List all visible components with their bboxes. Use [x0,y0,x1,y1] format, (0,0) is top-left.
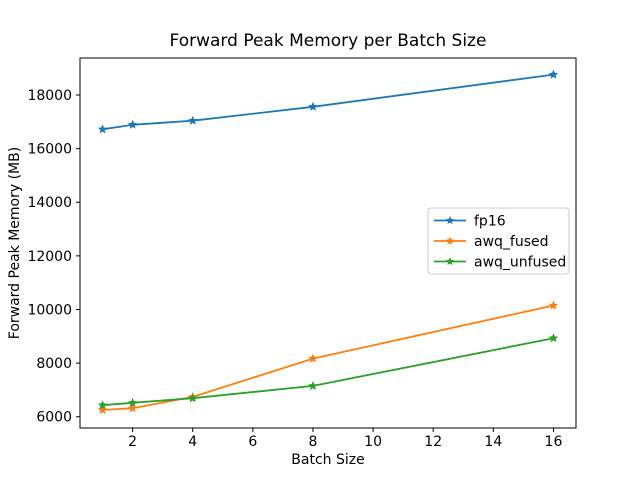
legend-label-awq_fused: awq_fused [474,234,549,250]
legend-label-fp16: fp16 [474,214,506,230]
marker-fp16 [127,119,138,129]
x-tick-label: 4 [188,434,197,450]
series-line-awq_unfused [102,337,554,407]
marker-awq_fused [127,403,138,413]
x-tick-label: 6 [248,434,257,450]
chart-title: Forward Peak Memory per Batch Size [169,31,487,51]
x-tick-label: 2 [128,434,137,450]
x-tick-label: 12 [424,434,442,450]
marker-awq_fused [548,300,559,310]
marker-awq_unfused [188,393,198,403]
legend-marker-fp16 [445,216,455,225]
y-tick-label: 18000 [27,88,72,104]
x-axis-label: Batch Size [291,452,365,468]
series-line-fp16 [102,73,554,131]
legend-box [427,207,570,275]
legend-label-awq_unfused: awq_unfused [474,255,566,271]
marker-awq_unfused [308,380,318,390]
y-tick-label: 6000 [36,410,72,426]
marker-fp16 [97,124,108,134]
series-line-awq_fused [102,304,554,411]
y-tick-label: 12000 [27,249,72,265]
marker-fp16 [548,69,559,79]
marker-awq_fused [308,353,318,363]
x-tick-label: 16 [545,434,563,450]
y-tick-label: 8000 [36,356,72,372]
marker-awq_unfused [127,397,138,407]
plot-border [79,57,577,429]
marker-awq_fused [97,405,108,415]
legend-marker-awq_unfused [445,257,455,266]
x-tick-label: 14 [484,434,502,450]
x-tick-label: 10 [364,434,382,450]
marker-awq_unfused [548,333,559,343]
marker-fp16 [188,115,198,125]
y-tick-label: 10000 [27,302,72,318]
marker-awq_unfused [97,400,108,410]
y-tick-label: 14000 [27,195,72,211]
marker-fp16 [308,101,318,111]
legend-marker-awq_fused [445,236,455,245]
y-tick-label: 16000 [27,142,72,158]
x-tick-label: 8 [309,434,318,450]
